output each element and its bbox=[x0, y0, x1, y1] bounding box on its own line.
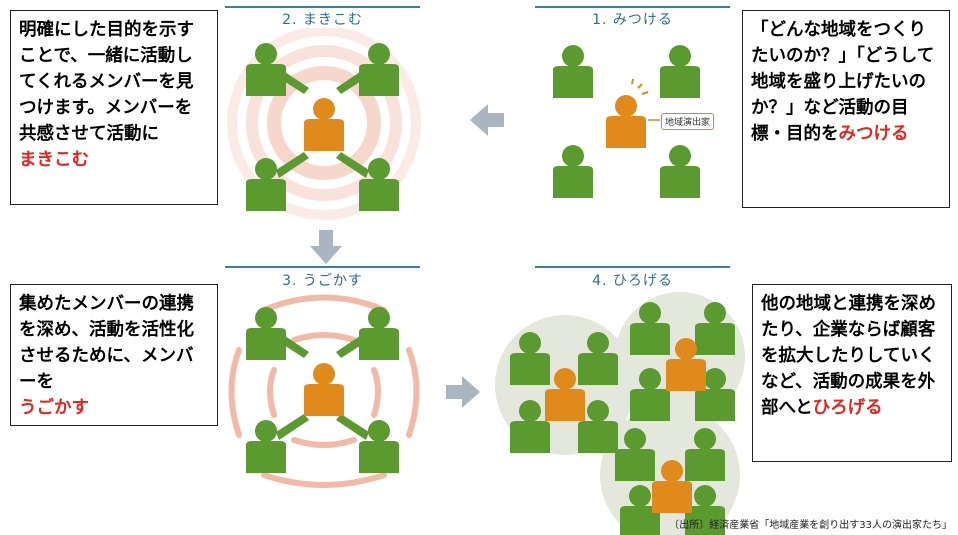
text-box-ugokasu: 集めたメンバーの連携を深め、活動を活性化させるために、メンバーを うごかす bbox=[10, 284, 218, 426]
text-box-ugokasu-highlight: うごかす bbox=[19, 398, 89, 418]
stage-1-title: 1. みつける bbox=[592, 12, 673, 28]
stage-1-rule bbox=[535, 6, 730, 8]
arrow-left bbox=[470, 104, 504, 136]
text-box-hirogeru: 他の地域と連携を深めたり、企業ならば顧客を拡大したりしていくなど、活動の成果を外… bbox=[752, 284, 952, 462]
text-box-hirogeru-body: 他の地域と連携を深めたり、企業ならば顧客を拡大したりしていくなど、活動の成果を外… bbox=[761, 294, 936, 418]
stage-2-illustration bbox=[227, 28, 421, 220]
stage-3-illustration bbox=[228, 294, 420, 488]
stage-1-illustration bbox=[553, 45, 700, 198]
stage-2-rule bbox=[225, 6, 420, 8]
text-box-mitsukeru: 「どんな地域をつくりたいのか？」「どうして地域を盛り上げたいのか？」など活動の目… bbox=[742, 10, 950, 208]
text-box-ugokasu-body: 集めたメンバーの連携を深め、活動を活性化させるために、メンバーを bbox=[19, 294, 194, 392]
stage-4-illustration bbox=[495, 292, 745, 535]
text-box-hirogeru-highlight: ひろげる bbox=[812, 398, 883, 418]
text-box-mitsukeru-highlight: みつける bbox=[838, 124, 909, 144]
regional-producer-badge: 地域演出家 bbox=[661, 113, 715, 130]
source-citation: 〔出所〕経済産業省「地域産業を創り出す33人の演出家たち」 bbox=[669, 520, 952, 531]
text-box-makikomu-highlight: まきこむ bbox=[19, 150, 89, 170]
stage-4-title: 4. ひろげる bbox=[592, 273, 673, 289]
stage-4-rule bbox=[535, 266, 730, 268]
stage-3-title: 3. うごかす bbox=[282, 273, 363, 289]
arrow-down bbox=[310, 230, 342, 264]
text-box-makikomu: 明確にした目的を示すことで、一緒に活動してくれるメンバーを見つけます。メンバーを… bbox=[10, 10, 218, 205]
text-box-mitsukeru-body: 「どんな地域をつくりたいのか？」「どうして地域を盛り上げたいのか？」など活動の目… bbox=[751, 20, 935, 144]
stage-2-title: 2. まきこむ bbox=[282, 12, 363, 28]
text-box-makikomu-body: 明確にした目的を示すことで、一緒に活動してくれるメンバーを見つけます。メンバーを… bbox=[19, 20, 194, 144]
arrow-right bbox=[446, 376, 480, 408]
stage-3-rule bbox=[225, 266, 420, 268]
